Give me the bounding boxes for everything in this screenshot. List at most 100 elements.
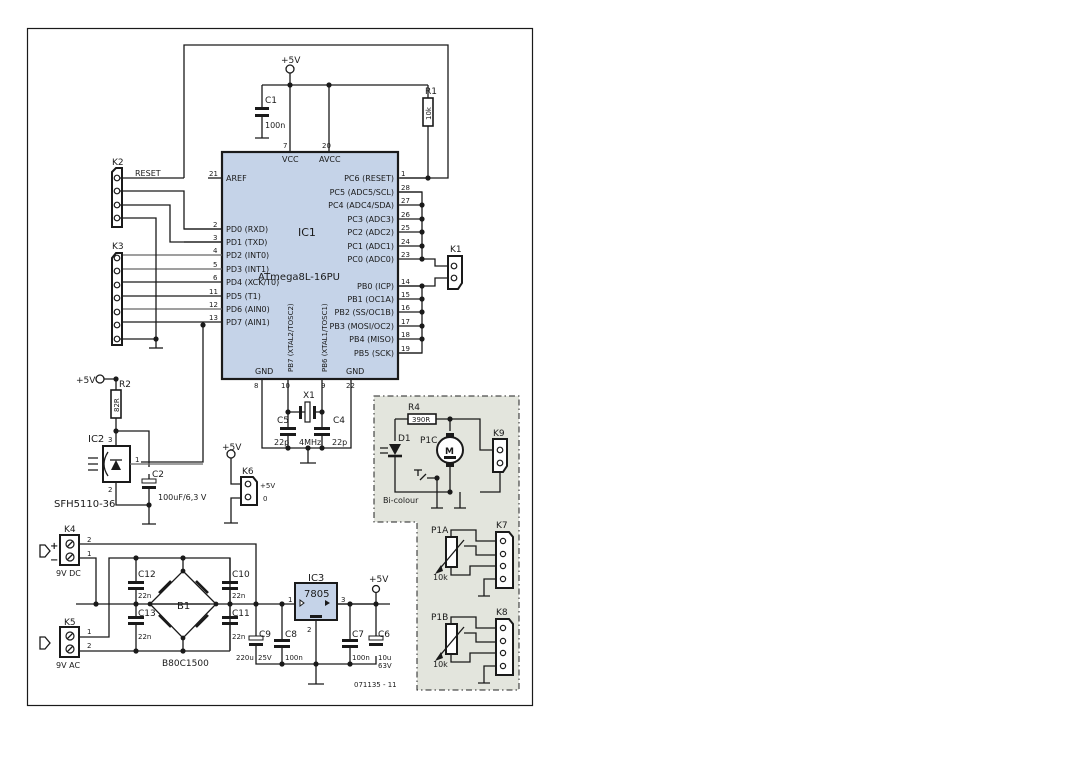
c11-ref: C11 — [232, 609, 250, 619]
ic1-pin-name: PD0 (RXD) — [226, 225, 268, 234]
k9-pin-icon — [496, 459, 504, 467]
ic1-part: ATmega8L-16PU — [258, 272, 340, 283]
ic1-pin-name: PC4 (ADC4/SDA) — [328, 201, 394, 210]
k5-pin1: 1 — [87, 628, 91, 636]
ic1-pin-name: PC2 (ADC2) — [347, 228, 394, 237]
photodiode-icon — [111, 460, 121, 470]
r2-value: 82R — [113, 398, 121, 412]
c6-ref: C6 — [378, 630, 390, 640]
module-d1-p1c-k9: 390R R4 D1 Bi-colour M P1C K9 — [380, 403, 508, 509]
k3-pin-icon — [113, 267, 121, 275]
diagram-frame — [26, 27, 534, 707]
c9-value: 220u — [236, 654, 254, 662]
k4-label: 9V DC — [56, 569, 81, 578]
c9-value2: 25V — [258, 654, 272, 662]
c5-value: 22p — [274, 438, 289, 447]
ic1-pin-num: 26 — [401, 211, 410, 219]
junction-dot — [419, 296, 425, 302]
k6-pin-zero-label: 0 — [263, 495, 267, 503]
k1-pin-icon — [450, 262, 458, 270]
potentiometer-p1a-k7: P1A 10k K7 — [431, 521, 514, 597]
capacitor-c1: C1 100n — [255, 85, 285, 139]
k6-pin-icon — [244, 480, 252, 488]
vcc-terminal-icon — [285, 64, 295, 74]
ic1-pin-avcc-name: AVCC — [319, 155, 341, 164]
k4-pin1: 1 — [87, 550, 91, 558]
junction-dot — [419, 309, 425, 315]
junction-dot — [419, 336, 425, 342]
ic1-chip: IC1 ATmega8L-16PU VCC AVCC 7 20 GND GND … — [118, 142, 428, 390]
ic1-ref: IC1 — [298, 226, 316, 239]
ic2-ref: IC2 — [88, 434, 104, 445]
c8-ref: C8 — [285, 630, 297, 640]
p1a-ref: P1A — [431, 526, 449, 536]
c5-ref: C5 — [277, 416, 289, 426]
k5-pin2: 2 — [87, 642, 91, 650]
port-bus-wire — [398, 191, 423, 354]
figure-id: 071135 - 11 — [354, 681, 397, 689]
power-input: K4 9V DC + − 2 1 K5 9V AC 1 2 C12 22n C1… — [39, 525, 390, 670]
ic1-pin-gnd2-name: GND — [346, 367, 364, 376]
junction-dot — [419, 229, 425, 235]
r1-value: 10k — [425, 106, 433, 120]
k2-pin-icon — [113, 187, 121, 195]
k9-ref: K9 — [493, 429, 505, 439]
c2-ref: C2 — [152, 470, 164, 480]
connector-k3: K3 — [111, 242, 206, 463]
ic1-pin-name: PB5 (SCK) — [354, 349, 394, 358]
ic1-pin-num: 16 — [401, 304, 410, 312]
ic1-pin-name: PB4 (MISO) — [349, 335, 394, 344]
ic2-part: SFH5110-36 — [54, 499, 115, 510]
ic1-pin-num: 27 — [401, 197, 410, 205]
k3-pin-icon — [113, 294, 121, 302]
junction-dot — [419, 243, 425, 249]
ic1-pin-num: 5 — [213, 261, 217, 269]
ic1-pin-num: 24 — [401, 238, 410, 246]
ic1-pin-pb7-num: 10 — [281, 382, 290, 390]
k4-ref: K4 — [64, 525, 76, 535]
k6-pin-icon — [244, 493, 252, 501]
x1-value: 4MHz — [299, 438, 321, 447]
potentiometer-p1b-k8: P1B 10k K8 — [431, 608, 514, 684]
ic1-pin-num: 17 — [401, 318, 410, 326]
k2-reset-label: RESET — [135, 169, 161, 178]
ic1-pin-num: 19 — [401, 345, 410, 353]
c9-ref: C9 — [259, 630, 271, 640]
ic1-pin-num: 4 — [213, 247, 218, 255]
c1-ref: C1 — [265, 96, 277, 106]
c13-ref: C13 — [138, 609, 156, 619]
k2-pin-icon — [113, 174, 121, 182]
ic1-pin-num: 6 — [213, 274, 218, 282]
x1-ref: X1 — [303, 391, 315, 401]
k5-label: 9V AC — [56, 661, 80, 670]
ic1-pin-pb7-name: PB7 (XTAL2/TOSC2) — [287, 303, 295, 372]
crystal-x1: X1 4MHz C5 22p C4 22p — [261, 379, 352, 464]
c8-value: 100n — [285, 654, 303, 662]
c1-value: 100n — [265, 121, 285, 130]
ic1-pin-name: PD7 (AIN1) — [226, 318, 270, 327]
k2-pin-icon — [113, 214, 121, 222]
ic1-pin-vcc-name: VCC — [282, 155, 299, 164]
connector-k6: +5V K6 +5V 0 — [222, 443, 275, 524]
k4-pin2: 2 — [87, 536, 91, 544]
connector-k2: K2 RESET — [111, 158, 222, 349]
resistor-r1: 10k R1 — [422, 87, 437, 178]
c11-value: 22n — [232, 633, 245, 641]
r2-ref: R2 — [119, 380, 131, 390]
ac-jack-icon — [39, 636, 51, 650]
ic1-pin-num: 1 — [401, 170, 405, 178]
ic2-pin1: 1 — [135, 456, 139, 464]
c6-value: 10u — [378, 654, 391, 662]
ic1-pin-avcc-num: 20 — [322, 142, 331, 150]
d1-ref: D1 — [398, 434, 411, 444]
p1b-ref: P1B — [431, 613, 448, 623]
ic1-pin-name: PD1 (TXD) — [226, 238, 267, 247]
ic1-pin-name: PD5 (T1) — [226, 292, 261, 301]
ic1-pin-name: PB0 (ICP) — [357, 282, 394, 291]
ic1-pin-name: PB2 (SS/OC1B) — [335, 308, 395, 317]
ic1-pin-num: 25 — [401, 224, 410, 232]
ic1-pin-name: PD4 (XCK/T0) — [226, 278, 279, 287]
ic1-pin-name: PD2 (INT0) — [226, 251, 269, 260]
